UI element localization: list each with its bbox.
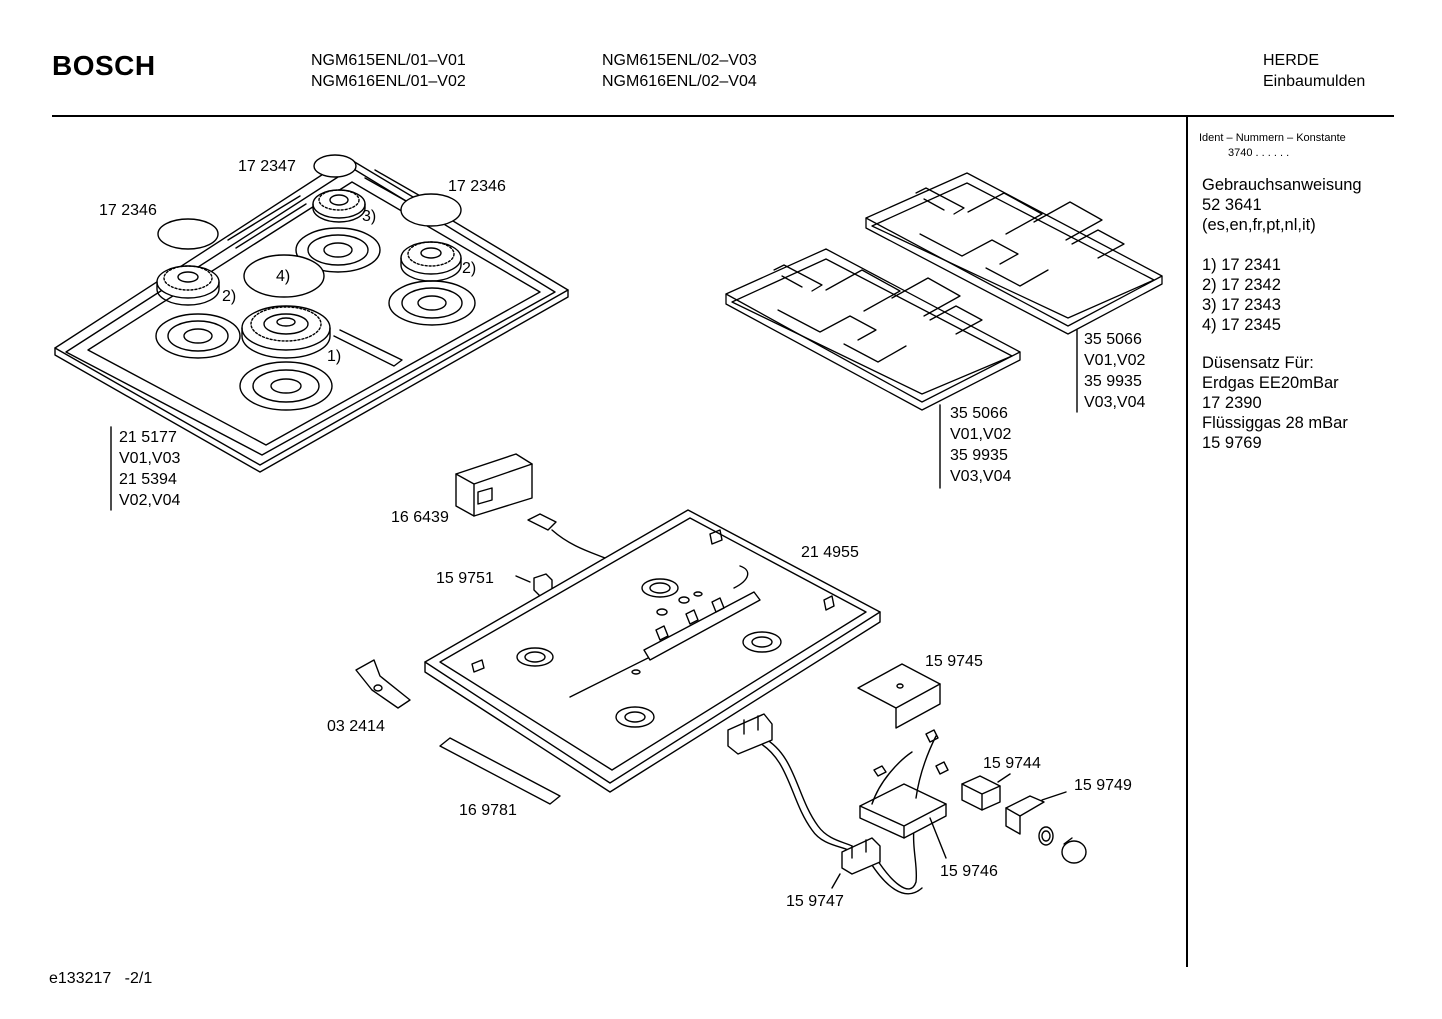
nozzle-gas-natural: Erdgas EE20mBar [1202, 374, 1339, 392]
label-cover-plate: 15 9745 [925, 653, 983, 670]
bracket-part [1006, 792, 1066, 834]
burner-item: 3) 17 2343 [1202, 296, 1281, 314]
nozzle-number-natural: 17 2390 [1202, 394, 1262, 412]
strip-part [440, 738, 560, 804]
ident-title: Ident – Nummern – Konstante [1199, 132, 1346, 144]
burner-3 [313, 190, 365, 222]
sidebar-divider [1186, 117, 1188, 967]
category-title: HERDE [1263, 52, 1320, 69]
page-number: -2/1 [124, 970, 153, 987]
switch-part [962, 774, 1010, 810]
control-knob [1062, 838, 1086, 863]
category-subtitle: Einbaumulden [1263, 73, 1366, 90]
nozzle-number-liquid: 15 9769 [1202, 434, 1262, 452]
burner-seat-rear [296, 228, 380, 272]
ident-value: 3740 . . . . . . [1228, 147, 1290, 159]
burner-2-left [157, 266, 219, 305]
label-grate-back: 35 5066 V01,V02 35 9935 V03,V04 [1084, 329, 1145, 413]
model-list-right: NGM615ENL/02–V03 NGM616ENL/02–V04 [602, 50, 757, 92]
cap-left [158, 219, 218, 249]
doc-id: e133217 [49, 970, 112, 987]
label-cap-top: 17 2347 [238, 158, 296, 175]
ignition-box [456, 454, 532, 516]
label-burner-3: 3) [362, 208, 377, 225]
model-item: NGM615ENL/01–V01 [311, 52, 466, 69]
label-line: V03,V04 [1084, 394, 1146, 411]
nozzle-block: Düsensatz Für: Erdgas EE20mBar 17 2390 F… [1202, 353, 1348, 453]
label-line: 21 5394 [119, 471, 177, 488]
label-line: 21 5177 [119, 429, 177, 446]
burner-seat-left [156, 314, 240, 358]
manual-block: Gebrauchsanweisung 52 3641 (es,en,fr,pt,… [1202, 175, 1362, 235]
burner-1 [242, 306, 330, 358]
cap-large [244, 255, 324, 297]
burner-list: 1) 17 2341 2) 17 2342 3) 17 2343 4) 17 2… [1202, 255, 1281, 335]
model-item: NGM616ENL/02–V04 [602, 73, 757, 90]
label-line: V01,V03 [119, 450, 181, 467]
label-burner-1: 1) [327, 348, 342, 365]
model-list-left: NGM615ENL/01–V01 NGM616ENL/01–V02 [311, 50, 466, 92]
label-gas-tap: 15 9747 [786, 893, 844, 910]
grate-front [726, 249, 1020, 410]
label-hob-top: 21 5177 V01,V03 21 5394 V02,V04 [119, 427, 180, 511]
header-divider [52, 115, 1394, 117]
grate-back [866, 173, 1162, 334]
model-item: NGM616ENL/01–V02 [311, 73, 466, 90]
label-connector: 15 9751 [436, 570, 494, 587]
valve-block [860, 730, 948, 858]
label-cap-right: 17 2346 [448, 178, 506, 195]
cover-plate [858, 664, 940, 728]
hob-tray [425, 510, 880, 792]
footer-doc-id: e133217 -2/1 [49, 968, 152, 989]
label-burner-2-left: 2) [222, 288, 237, 305]
label-line: 35 9935 [1084, 373, 1142, 390]
manual-title: Gebrauchsanweisung [1202, 176, 1362, 194]
model-item: NGM615ENL/02–V03 [602, 52, 757, 69]
label-line: 35 5066 [1084, 331, 1142, 348]
gas-pipe [758, 738, 922, 894]
label-line: V03,V04 [950, 468, 1012, 485]
knob-ring [1039, 827, 1053, 845]
label-valve-block: 15 9746 [940, 863, 998, 880]
label-line: 35 9935 [950, 447, 1008, 464]
label-bracket: 15 9749 [1074, 777, 1132, 794]
cap-top [314, 155, 356, 177]
manual-number: 52 3641 [1202, 196, 1262, 214]
label-line: V02,V04 [119, 492, 181, 509]
label-burner-4: 4) [276, 268, 291, 285]
burner-seat-front [240, 362, 332, 410]
gas-tap [832, 838, 880, 888]
cap-right [401, 194, 461, 226]
label-line: V01,V02 [950, 426, 1012, 443]
burner-item: 4) 17 2345 [1202, 316, 1281, 334]
label-cap-left: 17 2346 [99, 202, 157, 219]
ignition-cable [528, 514, 605, 558]
burner-2-right [401, 242, 461, 281]
gas-tap-upper [728, 714, 772, 754]
label-grate-front: 35 5066 V01,V02 35 9935 V03,V04 [950, 403, 1011, 487]
label-clip: 03 2414 [327, 718, 385, 735]
burner-item: 2) 17 2342 [1202, 276, 1281, 294]
nozzle-title: Düsensatz Für: [1202, 354, 1314, 372]
label-tray: 21 4955 [801, 544, 859, 561]
label-line: V01,V02 [1084, 352, 1146, 369]
label-strip: 16 9781 [459, 802, 517, 819]
label-line: 35 5066 [950, 405, 1008, 422]
nozzle-gas-liquid: Flüssiggas 28 mBar [1202, 414, 1348, 432]
brand-logo: BOSCH [52, 50, 156, 81]
manual-languages: (es,en,fr,pt,nl,it) [1202, 216, 1316, 234]
label-burner-2-right: 2) [462, 260, 477, 277]
label-switch: 15 9744 [983, 755, 1041, 772]
category-block: HERDE Einbaumulden [1263, 50, 1365, 92]
label-ignition-box: 16 6439 [391, 509, 449, 526]
burner-item: 1) 17 2341 [1202, 256, 1281, 274]
clip-part [356, 660, 410, 708]
